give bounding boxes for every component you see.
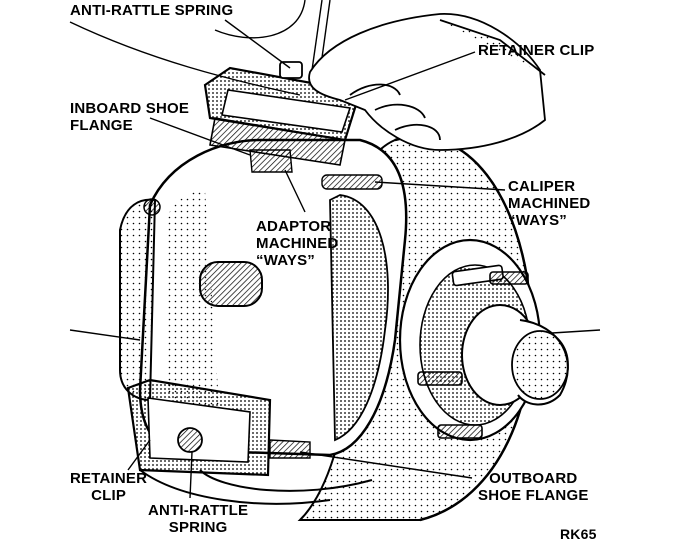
- label-adaptor-machined-ways: ADAPTOR MACHINED “WAYS”: [256, 218, 339, 269]
- bottom-retainer-assembly: [126, 378, 331, 505]
- wheel-hub: [398, 238, 569, 442]
- label-anti-rattle-spring-bottom: ANTI-RATTLE SPRING: [148, 502, 249, 536]
- leader-lines: [127, 19, 506, 499]
- leader-adaptor-ways: [284, 169, 306, 213]
- technician-hand: [308, 13, 546, 151]
- leader-caliper-ways: [374, 181, 506, 191]
- leader-anti-rattle-bottom: [189, 451, 193, 499]
- label-anti-rattle-spring-top: ANTI-RATTLE SPRING: [70, 2, 234, 19]
- label-retainer-clip-top: RETAINER CLIP: [478, 42, 595, 59]
- leader-anti-rattle-top: [224, 19, 291, 69]
- leader-inboard-shoe-flange: [149, 117, 251, 156]
- caliper-body: [138, 138, 408, 457]
- label-inboard-shoe-flange: INBOARD SHOE FLANGE: [70, 100, 190, 134]
- leader-retainer-clip-bottom: [127, 439, 151, 471]
- wheel-studs: [417, 264, 529, 439]
- label-caliper-machined-ways: CALIPER MACHINED “WAYS”: [508, 178, 591, 229]
- label-outboard-shoe-flange: OUTBOARD SHOE FLANGE: [478, 470, 589, 504]
- leader-outboard-shoe-flange: [299, 451, 473, 479]
- figure-code: RK65: [560, 526, 597, 542]
- leader-retainer-clip-top: [344, 51, 476, 101]
- label-retainer-clip-bottom: RETAINER CLIP: [70, 470, 148, 504]
